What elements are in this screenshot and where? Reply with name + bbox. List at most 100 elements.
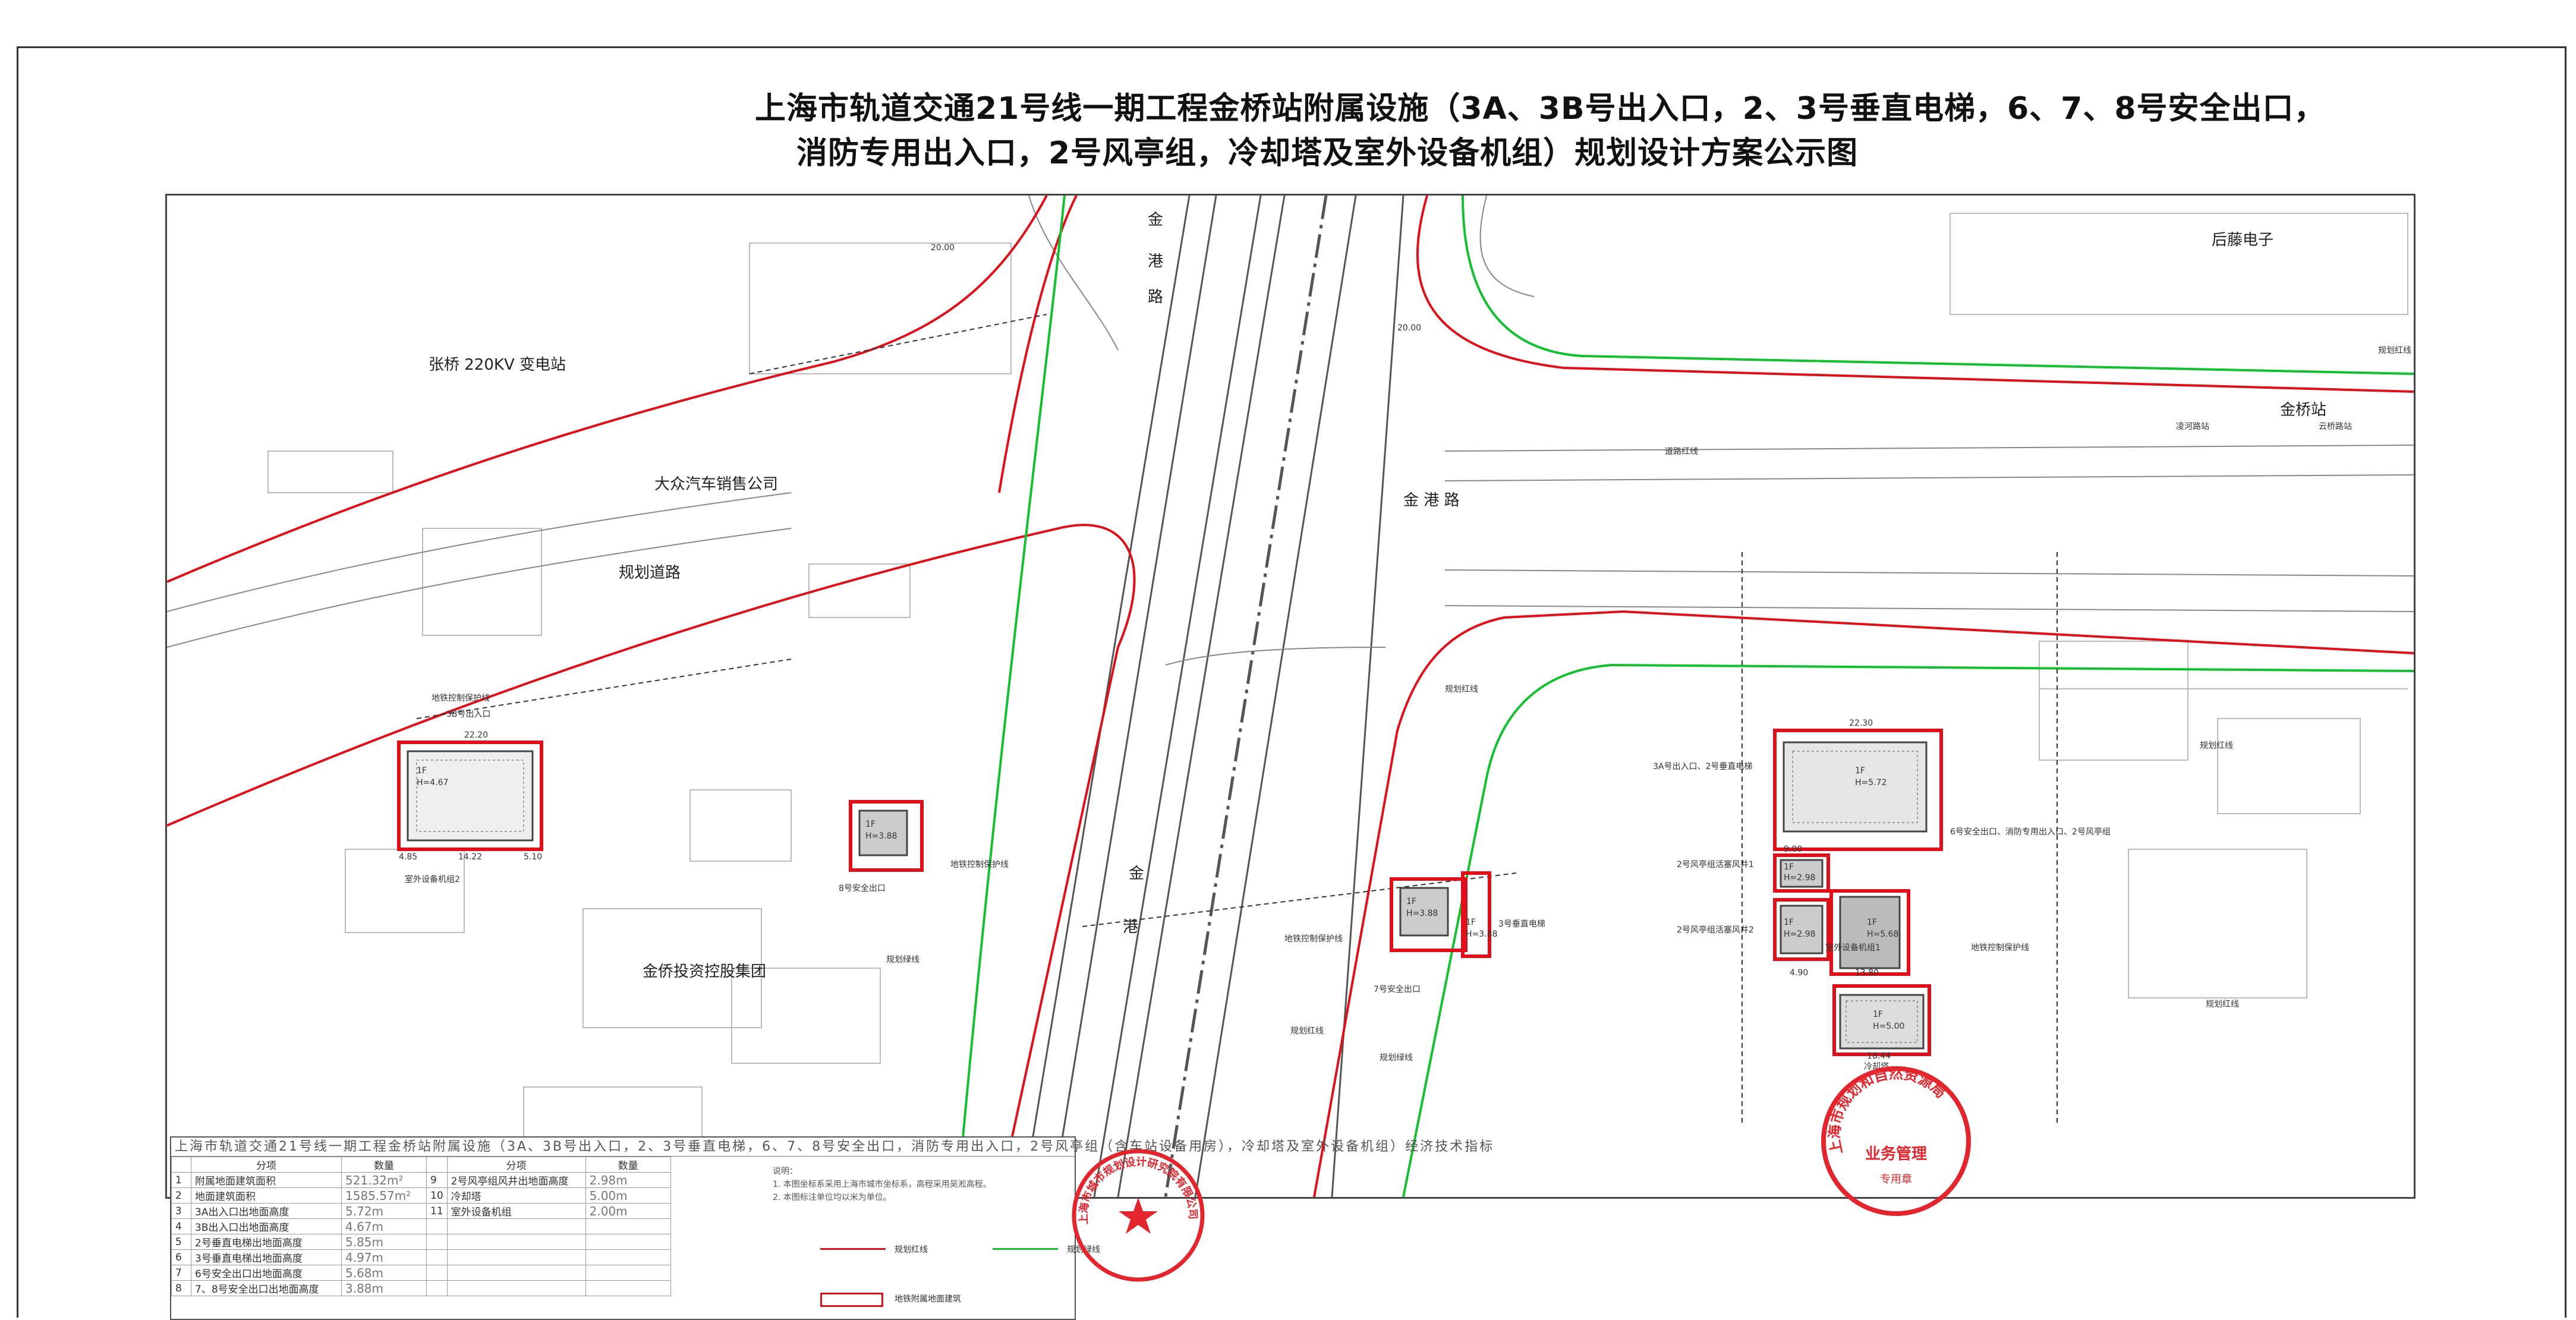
legend-red-swatch xyxy=(820,1248,886,1250)
legend-box-swatch xyxy=(820,1293,883,1307)
table-row: 8 7、8号安全出口出地面高度 3.88m xyxy=(171,1280,671,1296)
legend: 规划红线 规划绿线 地铁附属地面建筑 xyxy=(820,1242,1296,1319)
cell-no: 4 xyxy=(171,1218,191,1234)
cell-value: 5.72m xyxy=(341,1203,427,1219)
cell-no: 3 xyxy=(171,1203,191,1219)
seal-right-tag: 专用章 xyxy=(1880,1173,1912,1186)
label-red-line-d: 规划红线 xyxy=(2206,1000,2239,1009)
bw1-floor: 1F xyxy=(1784,862,1794,872)
cell-no: 5 xyxy=(171,1234,191,1250)
bc-height: H=5.00 xyxy=(1873,1022,1905,1031)
cell-no-2: 9 xyxy=(426,1172,448,1188)
cell-value-2: 5.00m xyxy=(585,1187,671,1204)
cell-item: 地面建筑面积 xyxy=(191,1187,342,1204)
cell-no: 8 xyxy=(171,1280,191,1296)
table-row: 分项 数量 分项 数量 xyxy=(171,1157,671,1173)
b3a-floor: 1F xyxy=(1855,766,1865,776)
place-jinqiao-station: 金桥站 xyxy=(2280,401,2327,419)
cell-item: 6号安全出口出地面高度 xyxy=(191,1265,342,1281)
b6-floor: 1F xyxy=(1867,918,1877,927)
b7-height: H=3.88 xyxy=(1406,909,1438,918)
b3b-height: H=4.67 xyxy=(417,778,449,787)
cell-item: 2号垂直电梯出地面高度 xyxy=(191,1234,342,1250)
cell-item-2: 2号风亭组风井出地面高度 xyxy=(446,1172,586,1188)
notes-block: 说明： 1. 本图坐标系采用上海市城市坐标系，高程采用吴淞高程。 2. 本图标注… xyxy=(773,1165,991,1204)
b3a-height: H=5.72 xyxy=(1855,778,1887,787)
bureau-seal: 上海市规划和自然资源局 业务管理 专用章 xyxy=(1819,1064,1973,1218)
cell-value: 5.85m xyxy=(341,1234,427,1250)
site-plan-map: 张桥 220KV 变电站 大众汽车销售公司 规划道路 金侨投资控股集团 后藤电子… xyxy=(165,194,2416,1199)
label-exit-3a: 3A号出入口、2号垂直电梯 xyxy=(1653,762,1753,771)
cell-value: 3.88m xyxy=(341,1280,427,1296)
road-jingang-h: 金 港 路 xyxy=(1403,492,1460,509)
cell-item-2: 冷却塔 xyxy=(446,1187,586,1204)
dim-5: 22.30 xyxy=(1849,719,1873,728)
title-line-2: 消防专用出入口，2号风亭组，冷却塔及室外设备机组）规划设计方案公示图 xyxy=(796,136,1859,171)
cell-value-2: 2.98m xyxy=(585,1172,671,1188)
bc-floor: 1F xyxy=(1873,1010,1883,1019)
label-green-line-b: 规划绿线 xyxy=(1380,1053,1413,1063)
cell-no-2: 11 xyxy=(426,1203,448,1219)
label-red-line-b: 规划红线 xyxy=(1445,685,1478,694)
b3b-floor: 1F xyxy=(417,766,427,776)
col-value: 数量 xyxy=(341,1157,427,1173)
cell-item: 3号垂直电梯出地面高度 xyxy=(191,1249,342,1265)
label-protect-line-c: 地铁控制保护线 xyxy=(1284,934,1343,944)
label-safety-exit-7: 7号安全出口 xyxy=(1374,985,1421,994)
cell-no: 2 xyxy=(171,1187,191,1204)
col-item-2: 分项 xyxy=(446,1157,586,1173)
cell-value: 4.67m xyxy=(341,1218,427,1234)
label-green-line-a: 规划绿线 xyxy=(886,955,919,965)
table-row: 3 3A出入口出地面高度 5.72m 11 室外设备机组 2.00m xyxy=(171,1203,671,1219)
seal-right-sub: 业务管理 xyxy=(1865,1145,1927,1163)
dim-4: 5.10 xyxy=(524,852,543,862)
note-1: 1. 本图坐标系采用上海市城市坐标系，高程采用吴淞高程。 xyxy=(773,1180,991,1189)
dim-1: 22.20 xyxy=(464,730,489,740)
table-row: 2 地面建筑面积 1585.57m² 10 冷却塔 5.00m xyxy=(171,1187,671,1204)
label-protect-line-a: 地铁控制保护线 xyxy=(432,694,490,703)
title-line-1: 上海市轨道交通21号线一期工程金桥站附属设施（3A、3B号出入口，2、3号垂直电… xyxy=(755,91,2326,127)
b6-height: H=5.68 xyxy=(1867,930,1899,939)
place-vw: 大众汽车销售公司 xyxy=(654,475,779,493)
dim-7: 4.90 xyxy=(1790,968,1809,978)
cell-no: 6 xyxy=(171,1249,191,1265)
label-elevator-3: 3号垂直电梯 xyxy=(1498,919,1545,929)
label-road-red-a: 道路红线 xyxy=(1665,447,1698,456)
cell-no-2: 10 xyxy=(426,1187,448,1204)
label-protect-line-d: 地铁控制保护线 xyxy=(1971,943,2029,953)
dim-6: 9.00 xyxy=(1784,845,1803,854)
table-row: 7 6号安全出口出地面高度 5.68m xyxy=(171,1265,671,1281)
cell-value: 5.68m xyxy=(341,1265,427,1281)
road-jingang-low-1: 金 xyxy=(1129,865,1145,883)
notes-title: 说明： xyxy=(773,1167,798,1176)
label-outdoor-unit2: 室外设备机组2 xyxy=(405,875,460,884)
dim-11: 20.00 xyxy=(1397,323,1422,333)
b8-height: H=3.88 xyxy=(865,831,897,841)
cell-item-2: 室外设备机组 xyxy=(446,1203,586,1219)
cell-value: 4.97m xyxy=(341,1249,427,1265)
bw2-floor: 1F xyxy=(1784,918,1794,927)
drawing-sheet xyxy=(17,46,2566,1318)
label-safety-exit-8: 8号安全出口 xyxy=(839,884,886,893)
cell-value: 1585.57m² xyxy=(341,1187,427,1204)
cell-item: 3B出入口出地面高度 xyxy=(191,1218,342,1234)
cell-value: 521.32m² xyxy=(341,1172,427,1188)
label-red-line-c: 规划红线 xyxy=(2200,741,2233,751)
b8-floor: 1F xyxy=(865,820,876,829)
label-red-line-e: 规划红线 xyxy=(2378,346,2411,355)
cell-item: 附属地面建筑面积 xyxy=(191,1172,342,1188)
place-jinqiao-group: 金侨投资控股集团 xyxy=(643,963,767,981)
label-wind-2-2: 2号风亭组活塞风井2 xyxy=(1677,925,1754,935)
b7b-floor: 1F xyxy=(1466,918,1476,927)
label-wind-2-1: 2号风亭组活塞风井1 xyxy=(1677,860,1754,870)
svg-text:上海市规划和自然资源局: 上海市规划和自然资源局 xyxy=(1826,1066,1950,1156)
company-seal: 上海市城市规划设计研究院有限公司 xyxy=(1070,1147,1207,1284)
dim-9: 18.44 xyxy=(1867,1051,1891,1061)
label-exit-3b: 3B号出入口 xyxy=(446,710,491,719)
index-rows: 分项 数量 分项 数量 1 附属地面建筑面积 521.32m² 9 2号风亭组风… xyxy=(171,1157,671,1296)
table-row: 5 2号垂直电梯出地面高度 5.85m xyxy=(171,1234,671,1250)
place-houteng: 后藤电子 xyxy=(2212,231,2274,249)
road-jingang-3: 路 xyxy=(1148,288,1164,306)
table-row: 6 3号垂直电梯出地面高度 4.97m xyxy=(171,1249,671,1265)
table-header: 上海市轨道交通21号线一期工程金桥站附属设施（3A、3B号出入口，2、3号垂直电… xyxy=(171,1138,1492,1157)
